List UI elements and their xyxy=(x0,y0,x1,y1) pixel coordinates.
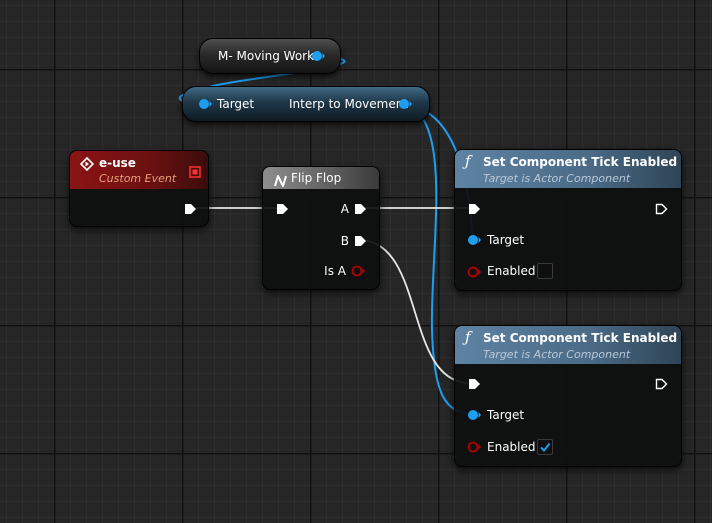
event-exec-out-pin[interactable] xyxy=(184,203,197,215)
event-subtitle: Custom Event xyxy=(99,172,177,185)
flipflop-macro-icon xyxy=(274,172,288,191)
tick1-header xyxy=(455,150,681,188)
set-tick-enabled-node-1[interactable]: ƒ Set Component Tick Enabled Target is A… xyxy=(454,149,682,291)
flipflop-is-a-pin[interactable] xyxy=(351,265,365,277)
interp-target-label: Target xyxy=(217,97,255,111)
checkmark-icon xyxy=(540,442,551,453)
tick2-subtitle: Target is Actor Component xyxy=(483,348,631,361)
flipflop-a-label: A xyxy=(340,202,349,216)
delegate-pin[interactable] xyxy=(189,163,201,182)
flipflop-is-a-label: Is A xyxy=(324,264,346,278)
tick1-exec-in-pin[interactable] xyxy=(468,203,481,215)
tick1-exec-out-pin[interactable] xyxy=(655,203,668,215)
tick2-exec-in-pin[interactable] xyxy=(468,378,481,390)
function-icon: ƒ xyxy=(465,328,471,346)
variable-label: M- Moving Work xyxy=(218,49,315,63)
tick2-enabled-pin[interactable] xyxy=(467,441,481,453)
event-diamond-icon xyxy=(79,156,95,175)
tick1-enabled-pin[interactable] xyxy=(467,266,481,278)
interp-output-label: Interp to Movement xyxy=(289,97,409,111)
custom-event-node[interactable]: e-use Custom Event xyxy=(69,150,209,227)
tick2-title: Set Component Tick Enabled xyxy=(483,331,678,345)
variable-node-moving-work[interactable]: M- Moving Work xyxy=(199,38,341,74)
event-header xyxy=(70,151,208,189)
flipflop-node[interactable]: Flip Flop A B Is A xyxy=(262,166,380,290)
flipflop-b-label: B xyxy=(340,234,349,248)
tick1-target-label: Target xyxy=(487,233,525,247)
tick2-enabled-checkbox[interactable] xyxy=(537,439,553,455)
tick2-target-pin[interactable] xyxy=(467,409,481,421)
tick1-enabled-checkbox[interactable] xyxy=(537,263,553,279)
interp-output-pin[interactable] xyxy=(398,98,412,110)
variable-output-pin[interactable] xyxy=(311,50,325,62)
interp-target-pin[interactable] xyxy=(198,98,212,110)
event-title: e-use xyxy=(99,156,136,170)
flipflop-title: Flip Flop xyxy=(291,171,342,185)
flipflop-header xyxy=(263,167,379,189)
tick1-target-pin[interactable] xyxy=(467,234,481,246)
tick2-enabled-label: Enabled xyxy=(487,440,536,454)
tick1-subtitle: Target is Actor Component xyxy=(483,172,631,185)
function-icon: ƒ xyxy=(465,152,471,170)
set-tick-enabled-node-2[interactable]: ƒ Set Component Tick Enabled Target is A… xyxy=(454,325,682,467)
tick1-enabled-label: Enabled xyxy=(487,264,536,278)
tick2-exec-out-pin[interactable] xyxy=(655,378,668,390)
tick2-header xyxy=(455,326,681,364)
tick2-target-label: Target xyxy=(487,408,525,422)
flipflop-exec-in-pin[interactable] xyxy=(276,203,289,215)
tick1-title: Set Component Tick Enabled xyxy=(483,155,678,169)
flipflop-a-out-pin[interactable] xyxy=(354,203,367,215)
interp-to-movement-node[interactable]: Target Interp to Movement xyxy=(182,86,430,122)
flipflop-b-out-pin[interactable] xyxy=(354,235,367,247)
